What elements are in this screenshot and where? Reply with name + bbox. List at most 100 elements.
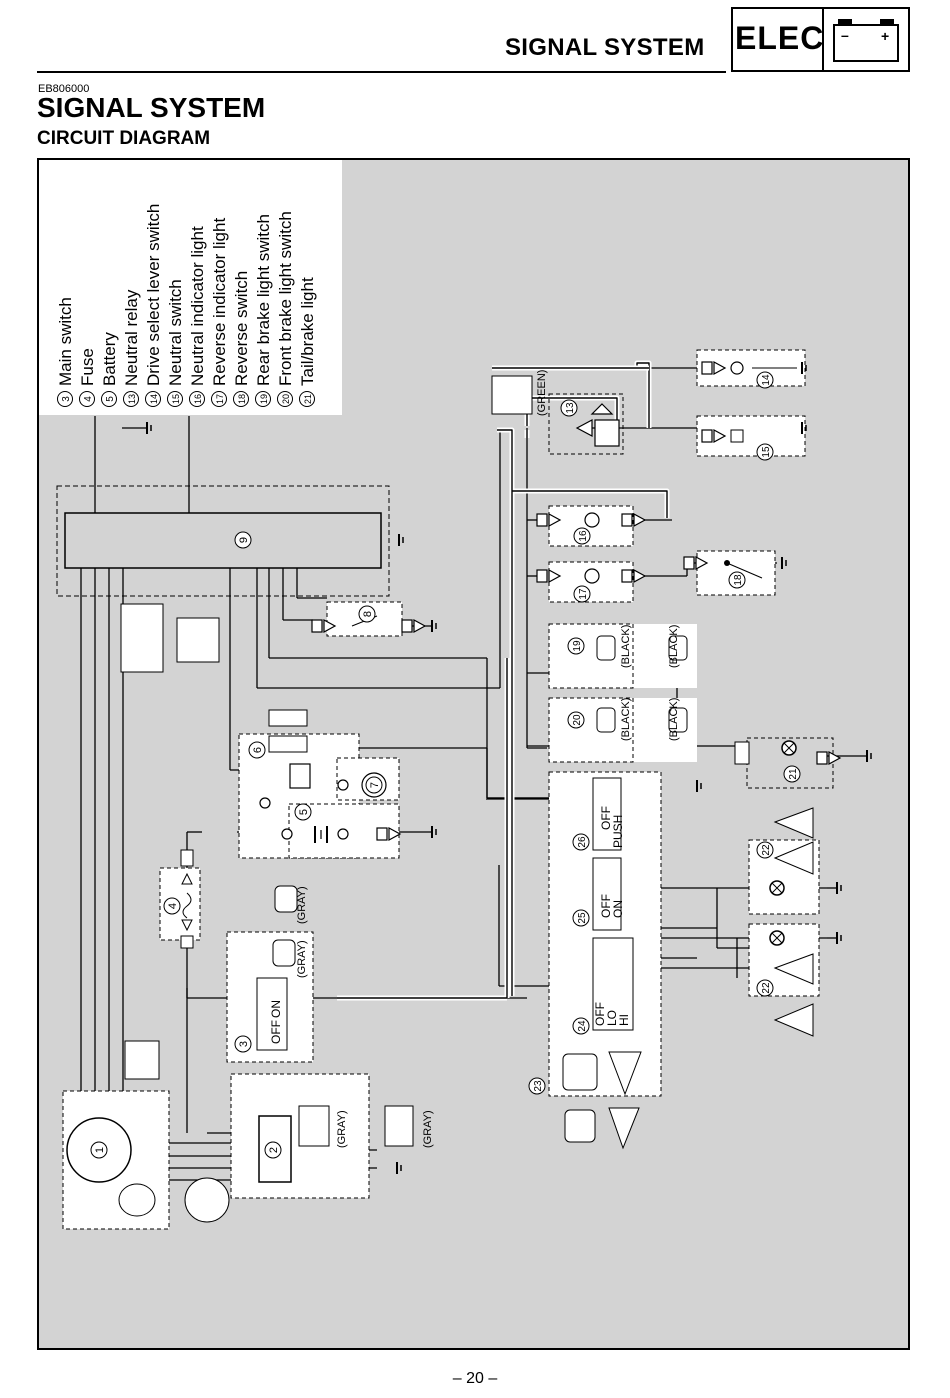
battery-plus: + xyxy=(881,28,889,44)
switch-19-connector-label: (BLACK) xyxy=(620,625,632,668)
component-3-badge: 3 xyxy=(234,1035,252,1053)
generator-connector-b xyxy=(184,1177,230,1223)
switch-24-hi: HI xyxy=(617,1014,631,1026)
svg-text:Drive select lever switch: Drive select lever switch xyxy=(144,204,163,386)
svg-text:Neutral switch: Neutral switch xyxy=(166,279,185,386)
page-title: SIGNAL SYSTEM xyxy=(37,92,266,123)
svg-text:14: 14 xyxy=(761,374,772,386)
main-switch-connector-gray: (GRAY) xyxy=(296,940,308,978)
svg-text:21: 21 xyxy=(303,394,313,404)
legend-item-5: 5 Battery xyxy=(100,332,119,407)
relay-13-coil xyxy=(594,419,620,447)
switch-24-off: OFF xyxy=(593,1002,607,1026)
svg-text:16: 16 xyxy=(578,530,589,542)
svg-text:26: 26 xyxy=(577,836,588,848)
svg-text:16: 16 xyxy=(193,394,203,404)
svg-text:19: 19 xyxy=(572,640,583,652)
lamp-21-connector-label-2: (BLACK) xyxy=(668,698,680,741)
component-20-badge: 20 xyxy=(567,711,585,729)
headlight-22-connector-b xyxy=(773,841,814,875)
component-19-badge: 19 xyxy=(567,637,585,655)
svg-text:5: 5 xyxy=(105,396,116,402)
circuit-diagram: 3 Main switch 4 Fuse 5 Battery 13 Neutra… xyxy=(37,158,910,1350)
svg-text:7: 7 xyxy=(369,782,381,788)
component-25-badge: 25 xyxy=(572,909,590,927)
svg-text:Reverse switch: Reverse switch xyxy=(232,271,251,386)
unit-9-dashed-box xyxy=(56,485,390,597)
component-6-badge: 6 xyxy=(248,741,266,759)
connector-block-b xyxy=(176,617,220,663)
svg-text:Neutral indicator light: Neutral indicator light xyxy=(188,226,207,386)
switch-24-lo: LO xyxy=(605,1010,619,1026)
svg-text:3: 3 xyxy=(238,1041,250,1047)
headlight-22-connector-c xyxy=(773,953,814,985)
rectifier-connector-gray-2: (GRAY) xyxy=(422,1110,434,1148)
legend-item-19: 19 Rear brake light switch xyxy=(254,214,273,407)
svg-text:Tail/brake light: Tail/brake light xyxy=(298,277,317,386)
svg-text:Battery: Battery xyxy=(100,332,119,386)
svg-text:22: 22 xyxy=(761,982,772,994)
component-21-badge: 21 xyxy=(783,765,801,783)
svg-text:22: 22 xyxy=(761,844,772,856)
svg-text:Neutral relay: Neutral relay xyxy=(122,289,141,386)
legend-item-16: 16 Neutral indicator light xyxy=(188,226,207,407)
legend-panel xyxy=(39,160,342,415)
header-rule xyxy=(37,71,726,73)
svg-text:17: 17 xyxy=(578,588,589,600)
svg-text:3: 3 xyxy=(61,396,72,402)
component-18-badge: 18 xyxy=(728,571,746,589)
rectifier-connector-gray: (GRAY) xyxy=(336,1110,348,1148)
chapter-tag-box xyxy=(731,7,910,72)
svg-text:15: 15 xyxy=(761,446,772,458)
svg-text:6: 6 xyxy=(252,747,264,753)
battery-icon: – + xyxy=(833,19,899,62)
svg-text:15: 15 xyxy=(171,394,181,404)
lamp-21-connector-label: (BLACK) xyxy=(668,625,680,668)
svg-text:9: 9 xyxy=(238,537,250,543)
svg-text:19: 19 xyxy=(259,394,269,404)
legend-items: 3 Main switch 4 Fuse 5 Battery 13 Neutra… xyxy=(56,204,317,407)
switch-15-box xyxy=(696,415,806,457)
component-9-badge: 9 xyxy=(234,531,252,549)
svg-text:25: 25 xyxy=(577,912,588,924)
component-16-badge: 16 xyxy=(573,527,591,545)
switch-25-off: OFF xyxy=(599,894,613,918)
headlight-22-connector-a xyxy=(773,807,814,839)
component-1-badge: 1 xyxy=(90,1141,108,1159)
svg-text:20: 20 xyxy=(281,394,291,404)
component-22b-badge: 22 xyxy=(756,979,774,997)
connector-23b xyxy=(564,1109,596,1143)
svg-text:Fuse: Fuse xyxy=(78,348,97,386)
legend-item-21: 21 Tail/brake light xyxy=(298,277,317,407)
battery-minus: – xyxy=(841,27,849,43)
connector-block-c xyxy=(124,1040,160,1080)
legend-item-15: 15 Neutral switch xyxy=(166,279,185,407)
component-2-badge: 2 xyxy=(264,1141,282,1159)
svg-text:Front brake light switch: Front brake light switch xyxy=(276,211,295,386)
connector-23c xyxy=(608,1107,640,1150)
relay-13-dashed-box xyxy=(548,393,624,455)
svg-text:1: 1 xyxy=(94,1147,106,1153)
component-13-badge: 13 xyxy=(560,399,578,417)
rectifier-connector-a xyxy=(298,1105,330,1147)
component-14-badge: 14 xyxy=(756,371,774,389)
page-subtitle: CIRCUIT DIAGRAM xyxy=(37,128,211,149)
legend-item-3: 3 Main switch xyxy=(56,297,75,407)
svg-text:18: 18 xyxy=(237,394,247,404)
relay-13-diode-top xyxy=(590,403,614,415)
component-26-badge: 26 xyxy=(572,833,590,851)
legend-item-13: 13 Neutral relay xyxy=(122,289,141,407)
unit-9 xyxy=(64,512,382,569)
svg-text:18: 18 xyxy=(733,574,744,586)
section-title: SIGNAL SYSTEM xyxy=(505,34,705,61)
document-code: EB806000 xyxy=(38,83,90,95)
svg-text:Rear brake light switch: Rear brake light switch xyxy=(254,214,273,386)
green-connector xyxy=(491,375,533,415)
chapter-tag: ELEC xyxy=(735,20,825,56)
switch-25-on: ON xyxy=(611,900,625,918)
svg-text:14: 14 xyxy=(149,394,159,404)
svg-text:13: 13 xyxy=(565,402,576,414)
component-5-badge: 5 xyxy=(294,803,312,821)
main-switch-on: ON xyxy=(269,1000,283,1018)
svg-text:Main switch: Main switch xyxy=(56,297,75,386)
